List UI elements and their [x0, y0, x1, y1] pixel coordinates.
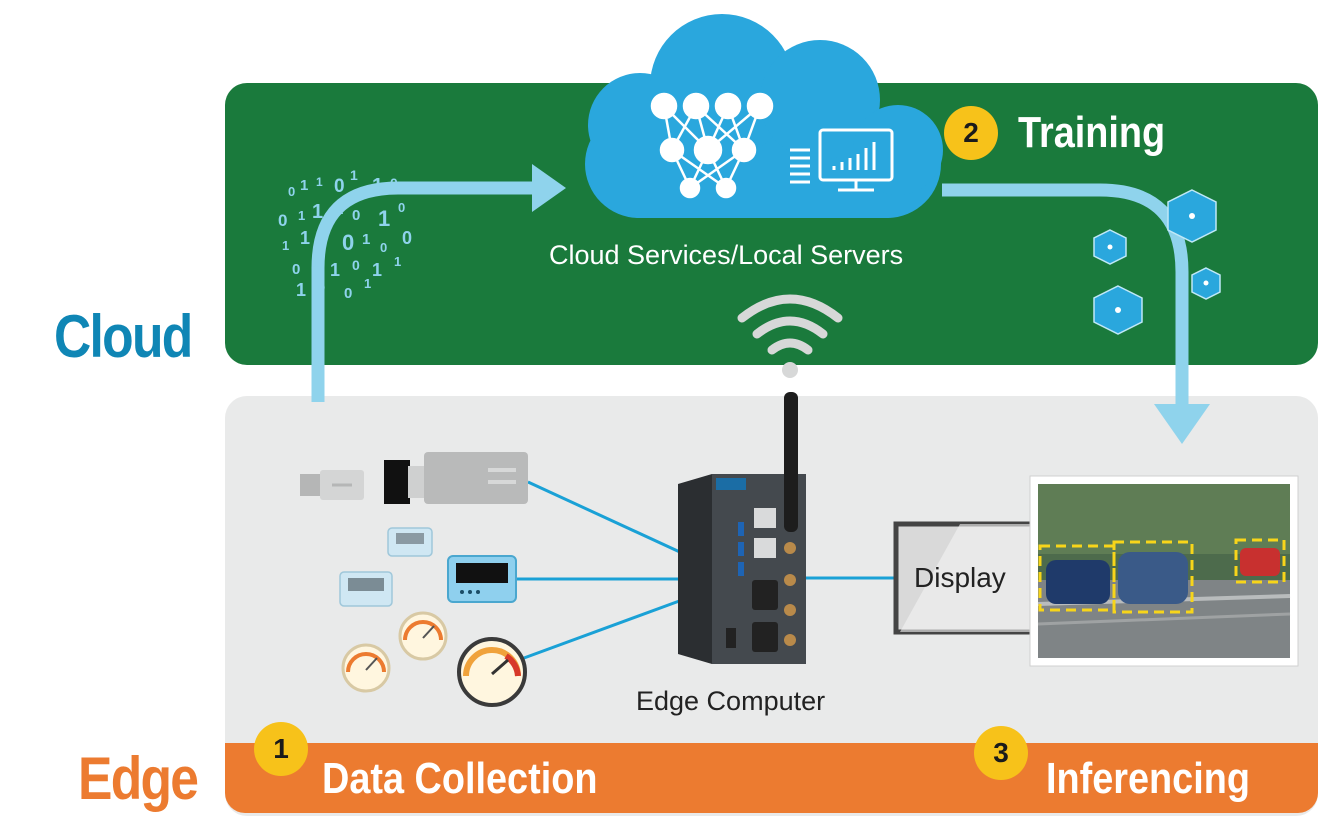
connection-lines: [516, 480, 894, 660]
svg-text:1: 1: [282, 238, 289, 253]
svg-text:1: 1: [372, 260, 382, 280]
upload-arrow: [311, 181, 540, 402]
svg-text:0: 0: [352, 257, 360, 273]
step-2-badge: 2: [944, 106, 998, 160]
svg-text:1: 1: [312, 256, 319, 271]
svg-text:1: 1: [378, 206, 390, 231]
upload-arrowhead: [532, 164, 566, 212]
edge-orange-band: [225, 743, 1318, 813]
wifi-icon: [737, 294, 843, 355]
svg-text:0: 0: [380, 240, 387, 255]
inferencing-label: Inferencing: [1046, 754, 1250, 803]
neural-network-icon: [650, 92, 774, 199]
cloud-services-caption: Cloud Services/Local Servers: [549, 240, 904, 270]
antenna-icon: [784, 392, 798, 532]
svg-text:1: 1: [300, 177, 308, 194]
svg-text:0: 0: [398, 200, 405, 215]
training-label: Training: [1018, 108, 1166, 157]
svg-text:1: 1: [336, 202, 343, 217]
cloud-side-label: Cloud: [54, 303, 193, 370]
svg-text:0: 0: [334, 176, 345, 197]
svg-text:0: 0: [390, 175, 398, 191]
edge-computer-caption: Edge Computer: [636, 686, 826, 716]
display-label: Display: [914, 562, 1006, 593]
display-box: [893, 521, 1039, 635]
svg-text:0: 0: [318, 280, 325, 295]
svg-text:1: 1: [296, 280, 306, 300]
svg-text:1: 1: [330, 260, 340, 280]
svg-text:0: 0: [344, 285, 352, 302]
svg-text:0: 0: [278, 211, 287, 230]
svg-text:0: 0: [292, 261, 300, 278]
svg-text:0: 0: [288, 184, 295, 199]
svg-text:0: 0: [402, 228, 412, 248]
svg-text:0: 0: [342, 230, 354, 255]
inference-photo: [1029, 475, 1299, 667]
svg-text:1: 1: [298, 208, 305, 223]
edge-side-label: Edge: [78, 745, 199, 812]
svg-text:1: 1: [312, 201, 323, 223]
svg-text:1: 1: [372, 175, 383, 197]
svg-text:1: 1: [300, 228, 310, 248]
monitor-chart-icon: [790, 128, 894, 192]
svg-text:0: 0: [320, 234, 327, 249]
meter-icon: [339, 527, 517, 607]
step-3-badge: 3: [974, 726, 1028, 780]
data-collection-label: Data Collection: [322, 754, 598, 803]
svg-text:1: 1: [316, 175, 323, 189]
svg-text:0: 0: [352, 207, 360, 224]
download-arrow: [942, 183, 1189, 410]
svg-text:1: 1: [362, 231, 370, 248]
svg-text:1: 1: [394, 254, 401, 269]
step-1-badge: 1: [254, 722, 308, 776]
download-arrowhead: [1154, 404, 1210, 444]
camera-icon: [300, 452, 528, 504]
gauge-icon: [341, 611, 527, 707]
svg-text:1: 1: [364, 276, 371, 291]
svg-text:1: 1: [350, 167, 358, 183]
